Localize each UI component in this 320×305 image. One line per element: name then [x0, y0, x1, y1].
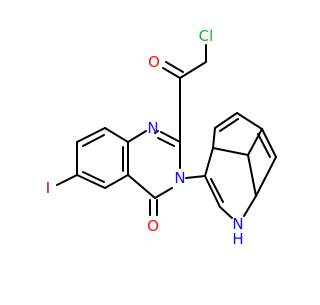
bond: [127, 174, 156, 199]
bond: [154, 187, 173, 199]
bond: [165, 61, 184, 73]
atom-iodine: I: [46, 179, 50, 197]
bond: [247, 154, 257, 197]
atom-nitrogen-3: N: [174, 169, 185, 187]
bond: [160, 131, 181, 143]
bond: [82, 171, 105, 183]
bond: [127, 130, 147, 143]
bond: [219, 206, 233, 219]
molecule-structure: Cl O N N I O N H: [46, 27, 277, 248]
bond: [212, 127, 216, 149]
bond: [255, 156, 277, 197]
bond: [204, 147, 214, 177]
atom-carbonyl-oxygen: O: [147, 217, 159, 235]
bond: [247, 128, 263, 156]
atom-chlorine: Cl: [199, 27, 214, 45]
bond: [212, 147, 249, 156]
atom-ketone-oxygen: O: [148, 53, 160, 71]
bond: [204, 175, 221, 208]
atom-indole-hydrogen: H: [232, 230, 243, 248]
bond: [82, 134, 105, 147]
bond: [76, 127, 106, 143]
bond: [104, 174, 129, 189]
bond: [104, 127, 129, 143]
bond-layer: [56, 44, 277, 219]
bond: [154, 130, 159, 134]
bond: [257, 133, 271, 158]
atom-indole-nitrogen: N: [232, 215, 243, 233]
bond: [219, 118, 239, 132]
bond: [179, 61, 207, 79]
bond: [261, 128, 277, 158]
bond: [56, 174, 78, 186]
bond: [76, 174, 106, 189]
atom-nitrogen-1: N: [147, 119, 158, 137]
bond: [185, 175, 206, 179]
bond: [210, 178, 224, 203]
bond: [243, 195, 257, 217]
bond: [236, 112, 263, 130]
bond: [214, 112, 238, 129]
bond: [162, 67, 181, 79]
bond: [157, 137, 175, 147]
atom-labels: Cl O N N I O N H: [46, 27, 244, 248]
molecule-canvas: Cl O N N I O N H: [46, 27, 277, 248]
